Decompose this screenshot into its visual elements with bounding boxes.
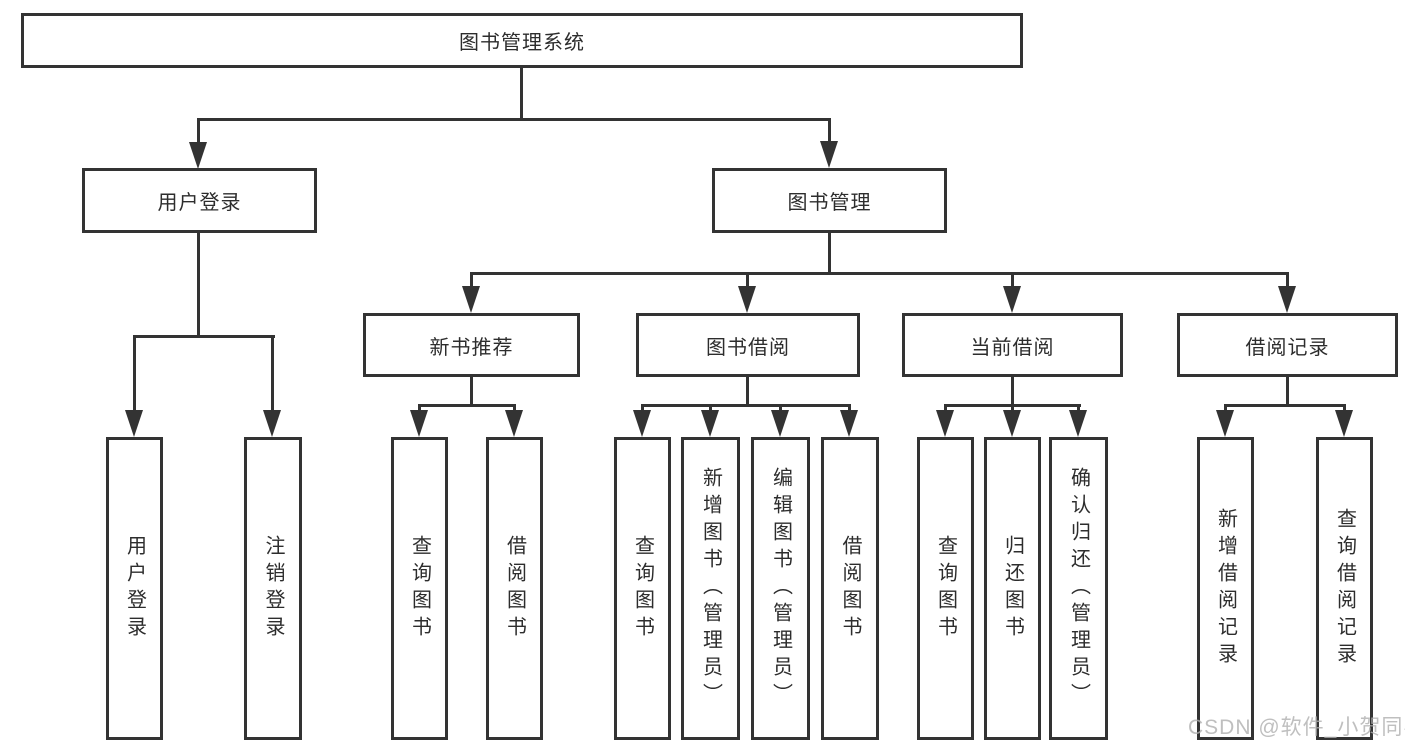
arrow-down-icon — [936, 410, 954, 437]
arrow-down-icon — [820, 141, 838, 168]
arrow-down-icon — [1335, 410, 1353, 437]
node-new-book-recommend: 新书推荐 — [363, 313, 580, 377]
arrow-down-icon — [1216, 410, 1234, 437]
node-user-login: 用户登录 — [82, 168, 317, 233]
connector-stem — [1011, 377, 1014, 406]
connector-stem — [470, 377, 473, 406]
connector-stem — [1286, 377, 1289, 406]
node-current-borrow: 当前借阅 — [902, 313, 1123, 377]
leaf-add-book-admin: 新增图书（管理员） — [681, 437, 740, 740]
arrow-down-icon — [462, 286, 480, 313]
node-library-management-system: 图书管理系统 — [21, 13, 1023, 68]
connector-drop — [746, 275, 749, 287]
connector-branch — [418, 404, 516, 407]
connector-drop — [1011, 275, 1014, 287]
node-book-management: 图书管理 — [712, 168, 947, 233]
leaf-logout: 注销登录 — [244, 437, 302, 740]
leaf-recommend-borrow-book: 借阅图书 — [486, 437, 543, 740]
csdn-watermark: CSDN @软件_小贺同学 — [1188, 716, 1405, 739]
connector-root-branch — [197, 118, 831, 121]
connector-drop-user-login — [197, 121, 200, 143]
arrow-down-icon — [410, 410, 428, 437]
arrow-down-icon — [1069, 410, 1087, 437]
connector-root-stem — [520, 68, 523, 120]
connector-drop-book-management — [828, 121, 831, 143]
leaf-edit-book-admin: 编辑图书（管理员） — [751, 437, 810, 740]
leaf-current-query-book: 查询图书 — [917, 437, 974, 740]
connector-book-mgmt-branch — [470, 272, 1289, 275]
node-book-borrow: 图书借阅 — [636, 313, 860, 377]
connector-branch — [1224, 404, 1346, 407]
arrow-down-icon — [771, 410, 789, 437]
node-borrow-records: 借阅记录 — [1177, 313, 1398, 377]
arrow-down-icon — [738, 286, 756, 313]
arrow-down-icon — [633, 410, 651, 437]
arrow-down-icon — [701, 410, 719, 437]
connector-user-login-stem — [197, 233, 200, 336]
arrow-down-icon — [1278, 286, 1296, 313]
leaf-borrow-book: 借阅图书 — [821, 437, 879, 740]
arrow-down-icon — [1003, 286, 1021, 313]
leaf-recommend-query-book: 查询图书 — [391, 437, 448, 740]
leaf-return-book: 归还图书 — [984, 437, 1041, 740]
connector-drop — [1286, 275, 1289, 287]
connector-drop — [470, 275, 473, 287]
arrow-down-icon — [840, 410, 858, 437]
leaf-query-borrow-record: 查询借阅记录 — [1316, 437, 1373, 740]
leaf-confirm-return-admin: 确认归还（管理员） — [1049, 437, 1108, 740]
connector-user-login-branch — [133, 335, 275, 338]
connector-stem — [746, 377, 749, 406]
arrow-down-icon — [263, 410, 281, 437]
leaf-add-borrow-record: 新增借阅记录 — [1197, 437, 1254, 740]
leaf-user-login: 用户登录 — [106, 437, 163, 740]
arrow-down-icon — [125, 410, 143, 437]
leaf-borrow-query-book: 查询图书 — [614, 437, 671, 740]
connector-drop — [133, 338, 136, 411]
connector-branch — [944, 404, 1081, 407]
arrow-down-icon — [505, 410, 523, 437]
connector-drop — [271, 338, 274, 411]
connector-book-mgmt-stem — [828, 233, 831, 274]
connector-branch — [641, 404, 851, 407]
arrow-down-icon — [189, 142, 207, 169]
arrow-down-icon — [1003, 410, 1021, 437]
